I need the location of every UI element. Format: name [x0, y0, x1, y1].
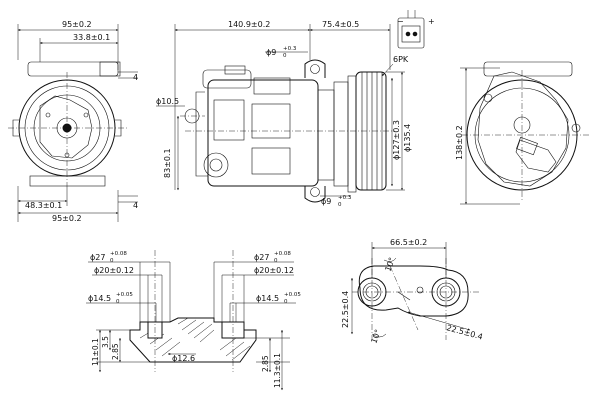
- side-dim-pulley-offset: 75.4±0.5: [322, 20, 359, 29]
- port-left-h1: 11±0.1: [91, 338, 100, 366]
- side-hole-top-tol: +0.3: [283, 46, 297, 52]
- connector-minus: −: [397, 17, 404, 26]
- port-left-d3: ϕ14.5: [88, 294, 111, 303]
- rear-dim-height: 138±0.2: [455, 125, 464, 160]
- side-dim-height: 83±0.1: [163, 148, 172, 178]
- side-dim-length: 140.9±0.2: [228, 20, 270, 29]
- manifold-dim-spacing: 66.5±0.2: [390, 238, 427, 247]
- port-right-h1: 2.85: [261, 355, 270, 372]
- port-right-d1-tol: +0.08: [274, 251, 291, 257]
- front-dim-side-bottom: 4: [133, 201, 138, 210]
- manifold-angle-top: 10°: [383, 256, 396, 272]
- pulley: [355, 71, 387, 191]
- port-left-d3-tol-low: 0: [116, 299, 120, 305]
- rear-view: 138±0.2: [455, 61, 590, 205]
- port-left-d1-tol-low: 0: [110, 258, 114, 264]
- port-right-d3-tol: +0.05: [284, 292, 301, 298]
- port-right-d3: ϕ14.5: [256, 294, 279, 303]
- port-left-d3-tol: +0.05: [116, 292, 133, 298]
- port-detail: ϕ27 +0.08 0 ϕ20±0.12 ϕ14.5 +0.05 0 ϕ27 +…: [86, 250, 301, 391]
- manifold-dim-left: 22.5±0.4: [341, 291, 350, 328]
- side-pulley-dia-2: ϕ135.4: [403, 124, 412, 152]
- side-view: 140.9±0.2 75.4±0.5 ϕ9 +0.3 0 − + 6PK: [156, 10, 435, 208]
- side-pulley-dia-1: ϕ127±0.3: [392, 120, 401, 160]
- port-left-d2: ϕ20±0.12: [94, 266, 134, 275]
- side-hole-bottom-tol-low: 0: [338, 202, 342, 208]
- port-right-d1-tol-low: 0: [274, 258, 278, 264]
- front-dim-side-top: 4: [133, 73, 138, 82]
- port-right-d2: ϕ20±0.12: [254, 266, 294, 275]
- connector-plus: +: [428, 17, 435, 26]
- front-dim-bottom-inner: 48.3±0.1: [25, 201, 62, 210]
- side-hole-bottom: ϕ9: [321, 197, 331, 206]
- port-right-h2: 11.3±0.1: [273, 353, 282, 388]
- section-hatch: [139, 317, 251, 361]
- port-left-h3: 2.85: [111, 343, 120, 360]
- manifold-view: 66.5±0.2 10° 10° 22.5±0.4 22.5±0.4: [341, 238, 484, 345]
- side-hole-side: ϕ10.5: [156, 97, 179, 106]
- front-dim-bottom-outer: 95±0.2: [52, 214, 82, 223]
- front-dim-top-outer: 95±0.2: [62, 20, 92, 29]
- side-hole-top: ϕ9: [266, 48, 276, 57]
- port-left-d4: ϕ12.6: [172, 354, 195, 363]
- side-pulley-type: 6PK: [393, 55, 409, 64]
- port-left-d1: ϕ27: [90, 253, 105, 262]
- side-hole-top-tol-low: 0: [283, 53, 287, 59]
- manifold-dim-right: 22.5±0.4: [445, 323, 483, 341]
- front-view: 95±0.2 33.8±0.1 4 48.3±0.1 95±0.2: [8, 20, 138, 223]
- port-right-d1: ϕ27: [254, 253, 269, 262]
- port-left-h2: 3.5: [101, 336, 110, 348]
- electrical-connector: − +: [397, 10, 435, 49]
- side-hole-bottom-tol: +0.3: [338, 195, 352, 201]
- port-left-d1-tol: +0.08: [110, 251, 127, 257]
- front-dim-top-inner: 33.8±0.1: [73, 33, 110, 42]
- port-right-d3-tol-low: 0: [284, 299, 288, 305]
